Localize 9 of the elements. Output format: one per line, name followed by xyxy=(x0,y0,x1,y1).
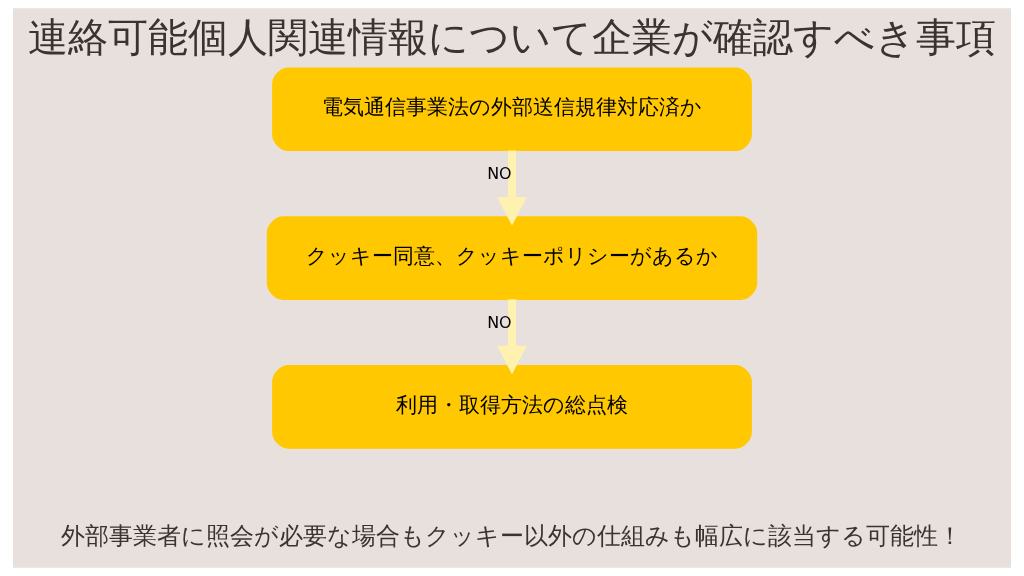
arrow xyxy=(497,150,527,226)
edge-label: NO xyxy=(487,313,512,333)
node-box: 利用・取得方法の総点検 xyxy=(272,365,752,449)
diagram-title: 連絡可能個人関連情報について企業が確認すべき事項 xyxy=(28,13,996,60)
edge-label: NO xyxy=(487,164,512,184)
node-box: 電気通信事業法の外部送信規律対応済か xyxy=(272,67,752,152)
arrow xyxy=(497,299,527,375)
caption: 外部事業者に照会が必要な場合もクッキー以外の仕組みも幅広に該当する可能性！ xyxy=(61,522,963,551)
node-box: クッキー同意、クッキーポリシーがあるか xyxy=(266,216,758,300)
